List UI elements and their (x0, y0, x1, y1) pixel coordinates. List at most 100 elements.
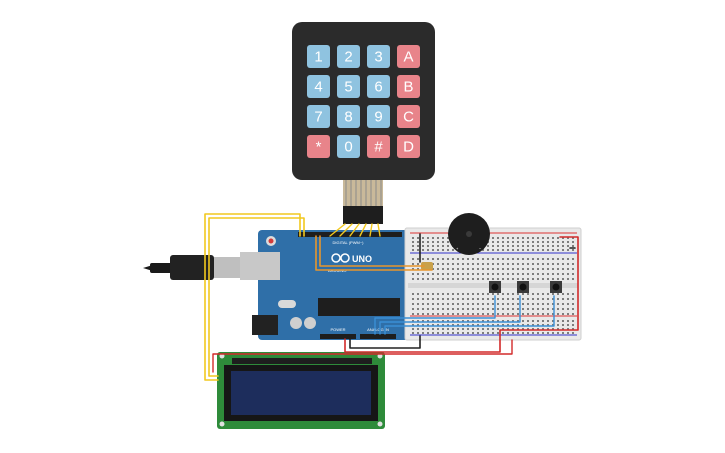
key-face (307, 45, 330, 68)
breadboard-hole (572, 273, 574, 275)
breadboard-hole (492, 249, 494, 251)
breadboard-hole (482, 308, 484, 310)
key-0[interactable]: 0 (337, 135, 360, 158)
breadboard-hole (477, 258, 479, 260)
breadboard-hole (507, 237, 509, 239)
breadboard-hole (507, 258, 509, 260)
breadboard-hole (532, 278, 534, 280)
breadboard-hole (562, 263, 564, 265)
breadboard-hole (442, 320, 444, 322)
breadboard-hole (517, 303, 519, 305)
key-face (397, 105, 420, 128)
key-3[interactable]: 3 (367, 45, 390, 68)
breadboard-hole (547, 237, 549, 239)
breadboard-hole (567, 308, 569, 310)
key-*[interactable]: * (307, 135, 330, 158)
breadboard-hole (517, 241, 519, 243)
key-1[interactable]: 1 (307, 45, 330, 68)
key-7[interactable]: 7 (307, 105, 330, 128)
keypad-connector (343, 206, 383, 224)
breadboard-hole (562, 249, 564, 251)
breadboard-hole (562, 245, 564, 247)
breadboard-hole (417, 332, 419, 334)
breadboard-hole (537, 258, 539, 260)
breadboard-hole (492, 293, 494, 295)
key-6[interactable]: 6 (367, 75, 390, 98)
key-8[interactable]: 8 (337, 105, 360, 128)
buzzer-minus: − (479, 246, 482, 251)
breadboard-hole (487, 303, 489, 305)
breadboard-hole (552, 298, 554, 300)
breadboard-hole (567, 273, 569, 275)
breadboard-hole (447, 308, 449, 310)
wire-orange-1 (319, 235, 425, 267)
breadboard-hole (557, 245, 559, 247)
breadboard-hole (527, 237, 529, 239)
breadboard-hole (437, 298, 439, 300)
key-4[interactable]: 4 (307, 75, 330, 98)
buzzer-hole (466, 231, 472, 237)
key-2[interactable]: 2 (337, 45, 360, 68)
key-#[interactable]: # (367, 135, 390, 158)
logo-text: UNO (352, 254, 372, 264)
breadboard-hole (497, 332, 499, 334)
breadboard-hole (537, 328, 539, 330)
key-5[interactable]: 5 (337, 75, 360, 98)
breadboard-hole (447, 303, 449, 305)
breadboard-hole (512, 313, 514, 315)
breadboard-hole (517, 298, 519, 300)
breadboard-hole (437, 308, 439, 310)
push-button[interactable] (517, 281, 529, 293)
breadboard-hole (412, 293, 414, 295)
breadboard-hole (557, 303, 559, 305)
wire-keypad-1 (329, 223, 346, 237)
breadboard-hole (572, 237, 574, 239)
breadboard-hole (457, 313, 459, 315)
breadboard-hole (417, 313, 419, 315)
key-C[interactable]: C (397, 105, 420, 128)
push-button[interactable] (489, 281, 501, 293)
breadboard-hole (552, 263, 554, 265)
breadboard-hole (572, 268, 574, 270)
breadboard-hole (527, 245, 529, 247)
breadboard-hole (477, 298, 479, 300)
breadboard-hole (562, 293, 564, 295)
breadboard-hole (552, 313, 554, 315)
lcd-mount-hole-4 (377, 353, 383, 359)
breadboard-hole (462, 313, 464, 315)
breadboard-hole (572, 332, 574, 334)
breadboard-hole (567, 313, 569, 315)
breadboard-hole (477, 328, 479, 330)
key-A[interactable]: A (397, 45, 420, 68)
key-face (397, 45, 420, 68)
breadboard-hole (472, 263, 474, 265)
breadboard-hole (522, 313, 524, 315)
breadboard-hole (462, 258, 464, 260)
breadboard-hole (517, 278, 519, 280)
key-label: 6 (374, 79, 382, 96)
breadboard-hole (567, 268, 569, 270)
breadboard-hole (517, 313, 519, 315)
breadboard-hole (562, 237, 564, 239)
breadboard-hole (492, 278, 494, 280)
breadboard-hole (487, 268, 489, 270)
lcd-screen (231, 371, 371, 415)
breadboard-hole (522, 258, 524, 260)
breadboard-hole (572, 263, 574, 265)
breadboard-hole (512, 320, 514, 322)
breadboard-hole (422, 308, 424, 310)
breadboard-hole (562, 308, 564, 310)
breadboard-hole (537, 313, 539, 315)
breadboard-hole (527, 298, 529, 300)
breadboard-hole (412, 308, 414, 310)
arduino-power-jack (252, 315, 278, 335)
push-button[interactable] (550, 281, 562, 293)
breadboard-hole (482, 249, 484, 251)
key-B[interactable]: B (397, 75, 420, 98)
push-button-cap (552, 283, 560, 291)
breadboard-hole (477, 293, 479, 295)
key-D[interactable]: D (397, 135, 420, 158)
breadboard-hole (442, 237, 444, 239)
key-9[interactable]: 9 (367, 105, 390, 128)
breadboard-hole (517, 258, 519, 260)
